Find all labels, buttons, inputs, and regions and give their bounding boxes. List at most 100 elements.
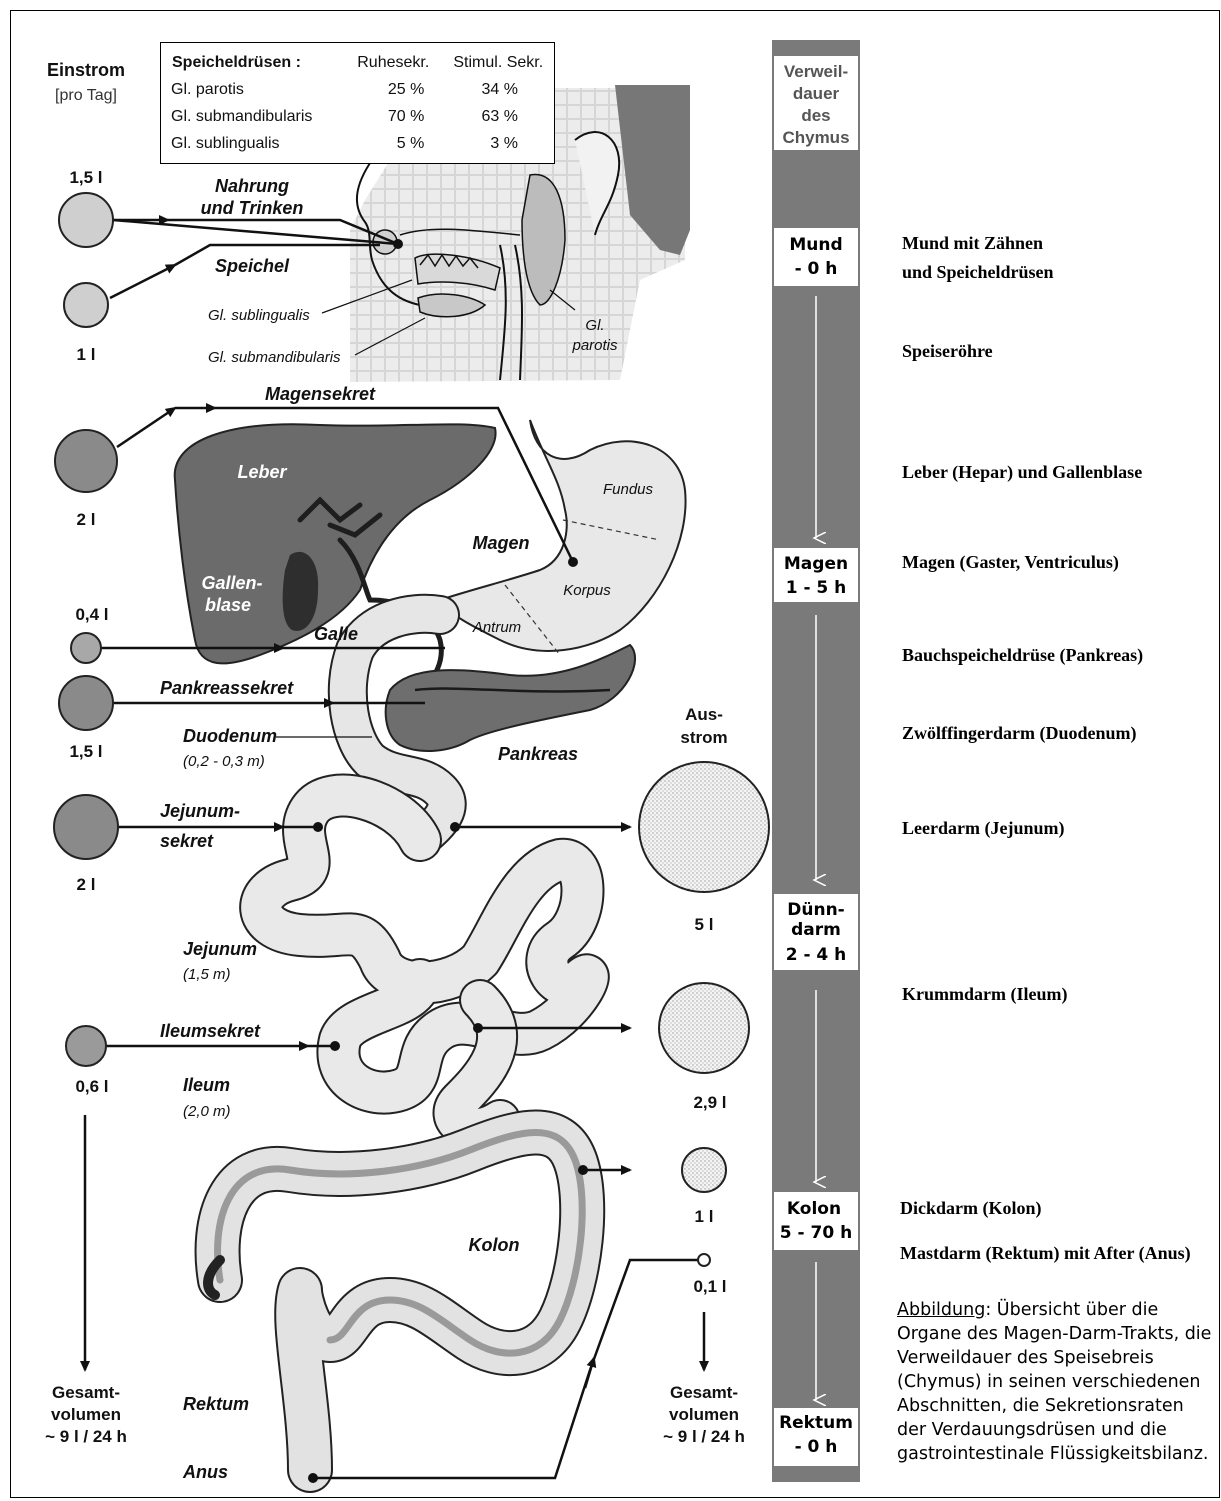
outflow-circle-4 [698,1254,710,1266]
table-row: Gl. submandibularis 70 % 63 % [171,103,554,130]
inflow-circles [54,193,118,1066]
label-jejunum: Jejunum [183,939,257,959]
label-jejunumsekret-2: sekret [160,831,214,851]
label-duodenum: Duodenum [183,726,277,746]
outflow-vol-3: 1 l [695,1207,714,1226]
outflow-circle-1 [639,762,769,892]
label-jejunumsekret-1: Jejunum- [160,801,240,821]
label-korpus: Korpus [563,582,611,599]
outflow-total-3: ~ 9 l / 24 h [663,1427,745,1446]
table-cell-gland: Gl. parotis [171,76,356,103]
label-magen: Magen [472,533,529,553]
stop-duenndarm-name-1: Dünn- [787,900,844,920]
organ-label-speiseroehre: Speiseröhre [902,337,993,366]
table-header-gland: Speicheldrüsen : [171,49,356,76]
label-pankreas: Pankreas [498,744,578,764]
organ-label-duodenum: Zwölffingerdarm (Duodenum) [902,719,1137,748]
inflow-circle-nahrung [59,193,113,247]
table-cell-rest: 70 % [356,103,452,130]
inflow-total-3: ~ 9 l / 24 h [45,1427,127,1446]
label-parotis-1: Gl. [585,317,604,334]
inflow-title: Einstrom [47,60,125,80]
outflow-circles [639,762,769,1266]
inflow-vol-speichel: 1 l [77,345,96,364]
inflow-total-1: Gesamt- [52,1383,120,1402]
figure-caption: Abbildung: Übersicht über die Organe des… [897,1298,1215,1466]
stop-magen-name: Magen [784,554,848,574]
inflow-vol-galle: 0,4 l [75,605,108,624]
label-pankreassekret: Pankreassekret [160,678,294,698]
label-fundus: Fundus [603,481,654,498]
table-cell-gland: Gl. sublingualis [171,130,356,157]
inflow-circle-ileum [66,1026,106,1066]
table-cell-gland: Gl. submandibularis [171,103,356,130]
residence-bar: Verweil- dauer des Chymus Mund - 0 h Mag… [772,40,860,1482]
stop-magen-time: 1 - 5 h [786,578,847,598]
organ-label-kolon: Dickdarm (Kolon) [900,1194,1042,1223]
table-cell-rest: 5 % [356,130,452,157]
residence-title-1: Verweil- [784,62,848,81]
table-cell-rest: 25 % [356,76,452,103]
stop-mund-name: Mund [789,235,842,255]
label-gallenblase-1: Gallen- [201,573,262,593]
table-row: Gl. sublingualis 5 % 3 % [171,130,554,157]
outflow-vol-1: 5 l [695,915,714,934]
inflow-total-2: volumen [51,1405,121,1424]
organ-label-jejunum: Leerdarm (Jejunum) [902,814,1064,843]
stop-mund-time: - 0 h [795,259,838,279]
label-ileum-len: (2,0 m) [183,1103,231,1120]
saliva-gland-table: Speicheldrüsen : Ruhesekr. Stimul. Sekr.… [160,42,555,164]
residence-title-3: des [801,106,830,125]
organ-label-magen: Magen (Gaster, Ventriculus) [902,548,1119,577]
table-header-rest: Ruhesekr. [356,49,452,76]
label-magensekret: Magensekret [265,384,376,404]
caption-lead: Abbildung [897,1300,985,1320]
organ-label-pankreas: Bauchspeicheldrüse (Pankreas) [902,641,1143,670]
label-kolon: Kolon [469,1235,520,1255]
label-anus: Anus [182,1462,228,1482]
table-cell-stim: 3 % [452,130,554,157]
inflow-vol-magensekret: 2 l [77,510,96,529]
outflow-title-2: strom [680,728,727,747]
caption-text: : Übersicht über die Organe des Magen-Da… [897,1300,1211,1464]
organ-label-leber: Leber (Hepar) und Gallenblase [902,458,1142,487]
outflow-circle-3 [682,1148,726,1192]
outflow-total-2: volumen [669,1405,739,1424]
label-rektum: Rektum [183,1394,249,1414]
label-antrum: Antrum [472,619,521,636]
table-header-row: Speicheldrüsen : Ruhesekr. Stimul. Sekr. [171,49,554,76]
inflow-circle-magensekret [55,430,117,492]
stop-duenndarm-time: 2 - 4 h [786,945,847,965]
pancreas-shape [386,645,635,751]
inflow-vol-nahrung: 1,5 l [69,168,102,187]
label-sublingualis: Gl. sublingualis [208,307,310,324]
stop-kolon-name: Kolon [787,1199,841,1219]
table-row: Gl. parotis 25 % 34 % [171,76,554,103]
total-labels: Gesamt- volumen ~ 9 l / 24 h Gesamt- vol… [45,1383,745,1446]
label-jejunum-len: (1,5 m) [183,966,231,983]
inflow-circle-galle [71,633,101,663]
label-galle: Galle [314,624,358,644]
inflow-vol-jejunum: 2 l [77,875,96,894]
stop-duenndarm-name-2: darm [791,920,841,940]
label-ileumsekret: Ileumsekret [160,1021,261,1041]
table-cell-stim: 63 % [452,103,554,130]
stop-kolon-time: 5 - 70 h [780,1223,852,1243]
organ-label-speicheldruesen: und Speicheldrüsen [902,258,1054,287]
outflow-circle-2 [659,983,749,1073]
outflow-vol-4: 0,1 l [693,1277,726,1296]
label-leber: Leber [237,462,287,482]
inflow-circle-speichel [64,283,108,327]
inflow-vol-pankreas: 1,5 l [69,742,102,761]
outflow-vol-2: 2,9 l [693,1093,726,1112]
outflow-total-1: Gesamt- [670,1383,738,1402]
label-nahrung: Nahrung [215,176,289,196]
stop-rektum-time: - 0 h [795,1437,838,1457]
stop-rektum-name: Rektum [779,1413,853,1433]
table-cell-stim: 34 % [452,76,554,103]
residence-title-4: Chymus [782,128,849,147]
organ-label-ileum: Krummdarm (Ileum) [902,980,1067,1009]
label-duodenum-len: (0,2 - 0,3 m) [183,753,265,770]
label-submandibularis: Gl. submandibularis [208,349,341,366]
